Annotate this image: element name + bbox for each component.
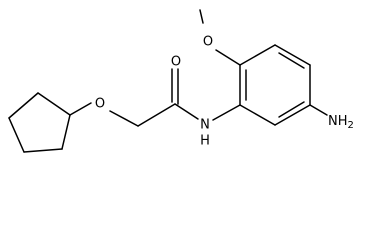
- ring-bond-5: [239, 104, 276, 126]
- cyclopentane-bond-3: [8, 117, 25, 153]
- bond-lines: [8, 9, 328, 153]
- ring-bond-4: [274, 104, 311, 126]
- amine-bond: [309, 104, 328, 116]
- amide-nitrogen-label: N: [200, 118, 210, 133]
- ring-bond-1: [239, 44, 276, 66]
- methoxy-oxygen-label: O: [203, 35, 213, 50]
- methoxy-methyl-bond: [199, 9, 204, 24]
- amine-subscript: 2: [348, 120, 354, 131]
- amine-main-text: NH: [328, 114, 348, 129]
- amide-hydrogen-label: H: [200, 134, 210, 149]
- ring-bond-2-inner: [278, 52, 305, 69]
- ring-bond-2: [274, 44, 311, 66]
- carbonyl-oxygen-label: O: [171, 55, 181, 70]
- n-ring-bond: [212, 104, 241, 121]
- cyclopentane-bond-2: [23, 148, 63, 153]
- n-carbonyl-bond: [174, 103, 199, 120]
- cyclopentane-bond-5: [37, 92, 71, 116]
- cyclopentane-bond-4: [8, 92, 39, 119]
- ch2-ether-bond: [109, 110, 139, 127]
- ether-oxygen-label: O: [95, 97, 105, 112]
- methoxy-o-ring-bond: [215, 49, 241, 66]
- carbonyl-ch2-bond: [137, 103, 176, 127]
- ether-cyclopentyl-bond: [69, 102, 92, 116]
- structure-canvas: O O N H O NH2: [8, 9, 354, 153]
- cyclopentane-bond-1: [61, 114, 71, 150]
- amine-label: NH2: [328, 114, 354, 132]
- ring-bond-4-inner: [278, 101, 305, 118]
- atom-labels: O O N H O NH2: [95, 35, 354, 149]
